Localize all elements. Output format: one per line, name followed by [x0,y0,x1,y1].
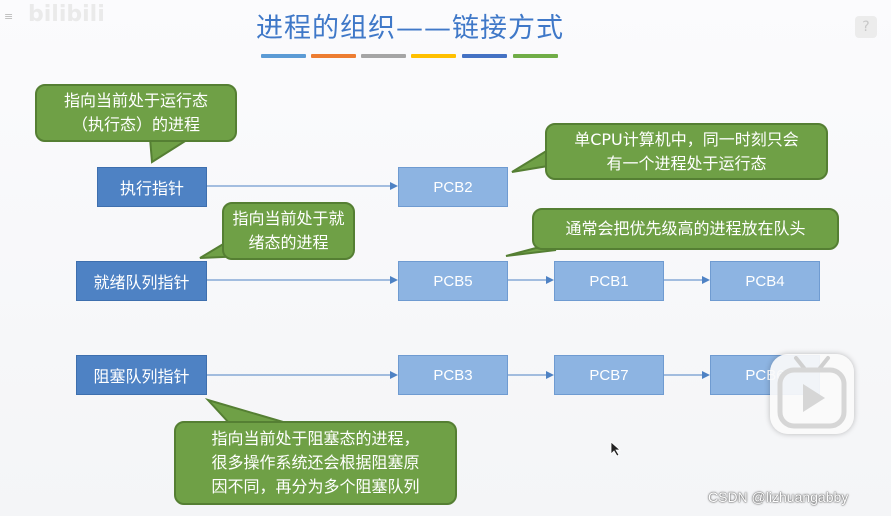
running-pointer: 执行指针 [97,167,207,207]
pcb-node: PCB7 [554,355,664,395]
menu-icon[interactable]: ≡ [4,10,14,23]
callout-running-pointer: 指向当前处于运行态 （执行态）的进程 [35,84,237,142]
callout-ready-pointer: 指向当前处于就 绪态的进程 [222,202,355,260]
callout-priority: 通常会把优先级高的进程放在队头 [532,208,839,250]
accent-bar-5 [462,54,507,58]
play-button[interactable] [770,354,854,434]
accent-bar-6 [513,54,558,58]
accent-bar-3 [361,54,406,58]
accent-bar-2 [311,54,356,58]
csdn-watermark: CSDN @lizhuangabby [708,489,849,505]
ready-queue-pointer: 就绪队列指针 [76,261,207,301]
callout-single-cpu: 单CPU计算机中，同一时刻只会 有一个进程处于运行态 [545,123,828,180]
mouse-cursor-icon [610,441,622,457]
pcb-node: PCB1 [554,261,664,301]
play-icon [777,356,847,429]
callout-blocked-pointer: 指向当前处于阻塞态的进程， 很多操作系统还会根据阻塞原 因不同，再分为多个阻塞队… [174,421,457,505]
help-icon[interactable]: ? [855,16,877,38]
slide-title: 进程的组织——链接方式 [256,13,564,44]
bilibili-logo: bilibili [28,2,105,27]
pcb-node: PCB4 [710,261,820,301]
pcb-node: PCB2 [398,167,508,207]
blocked-queue-pointer: 阻塞队列指针 [76,355,207,395]
accent-bar-4 [411,54,456,58]
pcb-node: PCB3 [398,355,508,395]
pcb-node: PCB5 [398,261,508,301]
accent-bar-1 [261,54,306,58]
callout-tail-single-cpu [511,148,549,173]
